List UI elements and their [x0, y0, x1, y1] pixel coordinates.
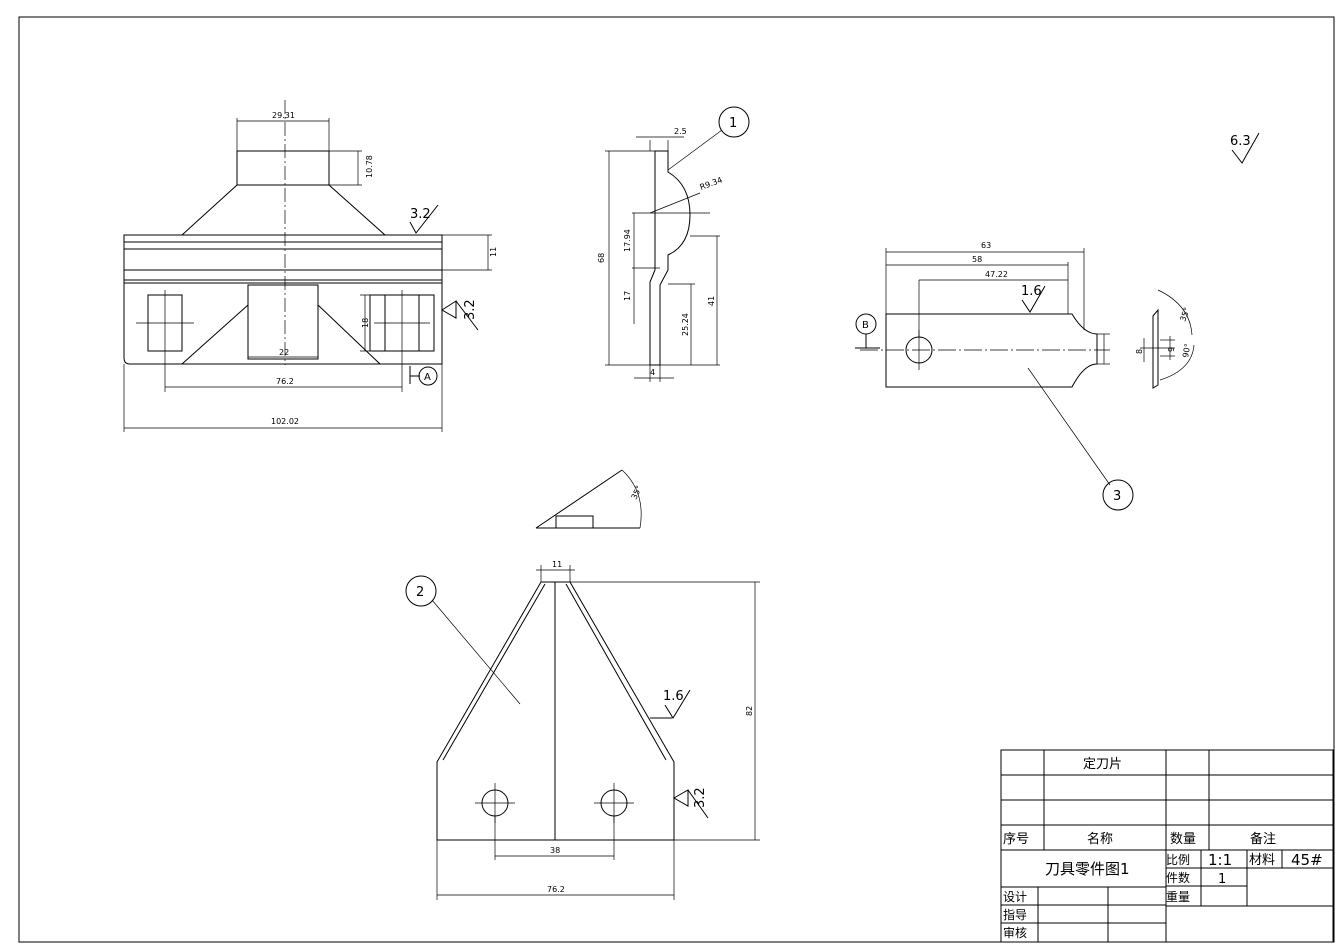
dim-holes: 76.2: [276, 377, 294, 386]
dim-h-right-low: 25.24: [681, 313, 690, 336]
tb-part-name: 定刀片: [1083, 757, 1122, 772]
part3-view: 63 58 47.22 1.6 B 3: [855, 241, 1134, 511]
dim-blade-angle: 35°: [630, 484, 644, 501]
dim-tip: 11: [552, 560, 562, 569]
dim-angle1: 35°: [1178, 306, 1191, 322]
balloon-1: [718, 106, 750, 138]
general-roughness-symbol: 6.3: [1230, 132, 1260, 164]
dim-band-height: 11: [489, 247, 498, 257]
blade-angle-sketch: 35°: [535, 469, 644, 529]
dim-slot-height: 18: [361, 318, 370, 328]
roughness-symbol-part2-right: 3.2: [672, 787, 709, 819]
roughness-symbol-edge: 1.6: [650, 689, 691, 719]
tb-material-value: 45#: [1291, 851, 1323, 869]
balloon-1-label: 1: [729, 116, 737, 131]
svg-text:6.3: 6.3: [1230, 134, 1251, 149]
part1-front-view: 29.31 10.78 11 22 18: [123, 100, 498, 432]
balloon-2: [405, 575, 437, 607]
datum-a: A: [409, 366, 438, 386]
tb-scale-label: 比例: [1166, 853, 1190, 867]
tb-count-label: 件数: [1166, 870, 1190, 885]
tb-drawing-title: 刀具零件图1: [1045, 860, 1130, 878]
dim-h-upper: 17.94: [623, 229, 632, 252]
tb-col-qty: 数量: [1170, 832, 1196, 847]
tb-review: 审核: [1003, 925, 1027, 940]
dim-part2-holes: 38: [550, 846, 560, 855]
dim-top-width: 29.31: [272, 111, 295, 120]
tb-material-label: 材料: [1249, 853, 1275, 868]
dim-angle2: 90°: [1181, 343, 1192, 359]
svg-text:3.2: 3.2: [410, 207, 431, 222]
tb-scale-value: 1:1: [1208, 851, 1232, 869]
part2-view: 11 82 38 76.2 1.6 3.2 2: [405, 560, 760, 900]
dim-h1: 8: [1135, 349, 1144, 354]
dim-base-thk: 4: [650, 368, 655, 377]
tb-col-seq: 序号: [1003, 832, 1029, 847]
balloon-3: [1102, 479, 1134, 511]
tb-weight-label: 重量: [1166, 890, 1190, 904]
dim-height: 82: [745, 706, 754, 716]
tb-col-note: 备注: [1250, 831, 1276, 847]
roughness-symbol-right: 3.2: [441, 299, 479, 331]
part3-section: 9 8 35° 90°: [1135, 289, 1195, 389]
roughness-symbol-part3: 1.6: [1021, 284, 1046, 313]
tb-col-name: 名称: [1087, 831, 1113, 847]
dim-h-total: 68: [597, 253, 606, 263]
svg-text:1.6: 1.6: [1021, 284, 1042, 299]
dim-part2-width: 76.2: [547, 885, 565, 894]
tb-design: 设计: [1003, 890, 1027, 904]
dim-l1: 63: [981, 241, 991, 250]
svg-text:B: B: [862, 320, 869, 331]
dim-l3: 47.22: [985, 270, 1008, 279]
svg-text:3.2: 3.2: [693, 787, 708, 808]
title-block: 定刀片 序号 名称 数量 备注 刀具零件图1 比例 1:1 材料 45# 件数 …: [1000, 749, 1334, 943]
dim-h2: 9: [1167, 347, 1176, 352]
dim-h-lower: 17: [623, 291, 632, 301]
tb-count-value: 1: [1218, 872, 1226, 887]
dim-center-slot: 22: [279, 348, 289, 357]
dim-radius: R9.34: [699, 175, 724, 191]
dim-h-right: 41: [707, 296, 716, 306]
drawing-border: [18, 16, 1335, 943]
svg-text:3.2: 3.2: [463, 299, 478, 320]
part1-side-view: 2.5 R9.34 68 17.94 17 41 25.24 4 1: [597, 106, 750, 382]
balloon-3-label: 3: [1113, 489, 1121, 504]
tb-guide: 指导: [1003, 907, 1027, 922]
roughness-symbol-top: 3.2: [409, 204, 439, 234]
svg-text:1.6: 1.6: [663, 689, 684, 704]
balloon-2-label: 2: [416, 585, 424, 600]
dim-overall: 102.02: [271, 417, 299, 426]
dim-top-height: 10.78: [365, 155, 374, 178]
svg-text:A: A: [424, 372, 431, 383]
datum-b: B: [855, 313, 880, 349]
dim-l2: 58: [972, 255, 982, 264]
dim-thickness: 2.5: [674, 127, 687, 136]
